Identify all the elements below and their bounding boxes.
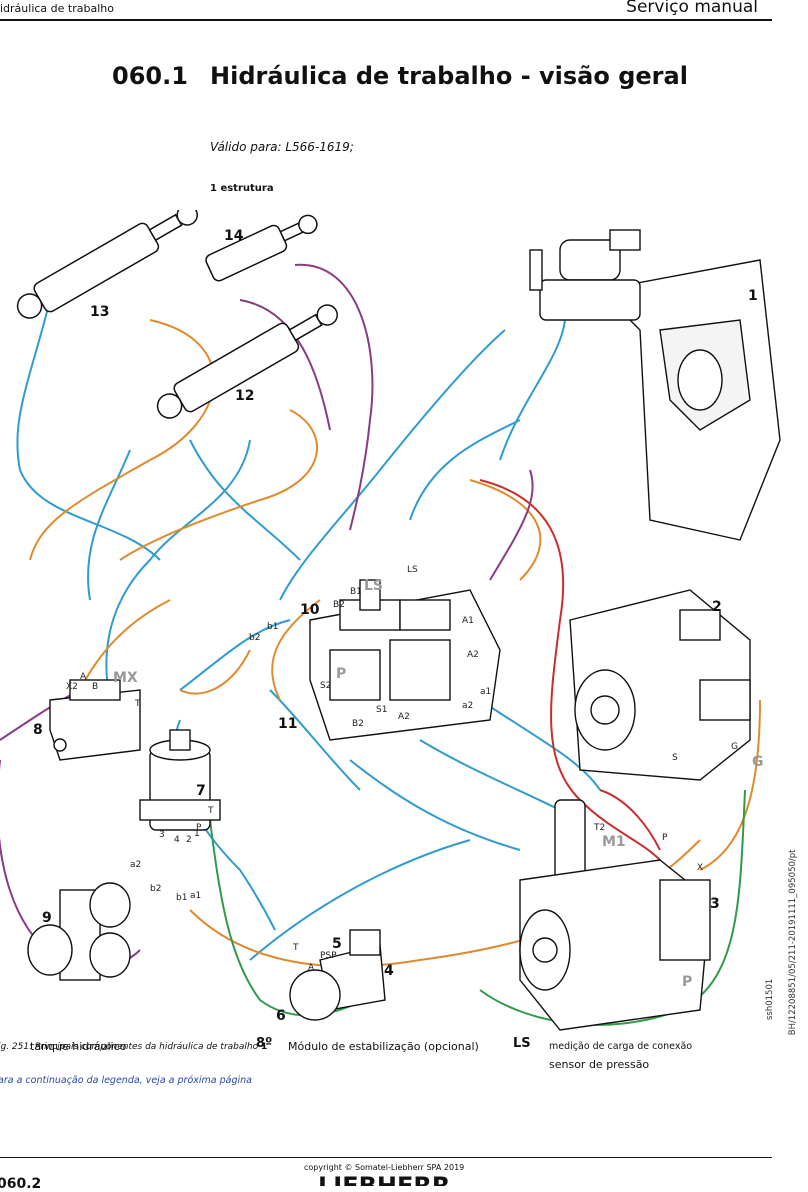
port-label: 3 [159, 830, 165, 840]
port-label: A [308, 963, 315, 973]
port-label: T2 [593, 823, 605, 833]
port-label: LS [407, 565, 418, 575]
port-label: G [731, 742, 738, 752]
header-manual-title: Serviço manual [626, 0, 758, 17]
callout-10: 10 [300, 602, 320, 618]
port-label: S2 [320, 681, 331, 691]
mark-ls: LS [364, 578, 383, 594]
port-label: B [92, 682, 98, 692]
port-label: P [196, 823, 202, 833]
port-label: T [207, 806, 214, 816]
port-label: B2 [352, 719, 364, 729]
legend-item-2-key: 8º [256, 1036, 273, 1051]
callout-3: 3 [710, 896, 720, 912]
callout-13: 13 [90, 304, 109, 320]
legend-item-1-text: tanque hidráulico [30, 1040, 127, 1053]
figure-caption: ig. 251: Principais componentes da hidrá… [0, 1042, 268, 1052]
callout-6: 6 [276, 1008, 286, 1024]
header-chapter: idráulica de trabalho [0, 2, 114, 15]
document-reference: LBH/12208851/05/211-20191111_095050/pt [788, 849, 798, 1035]
port-label: S [672, 753, 678, 763]
port-label: A [80, 672, 87, 682]
legend-item-3-text-line2: sensor de pressão [549, 1058, 650, 1071]
port-label: b1 [267, 622, 278, 632]
port-label: A2 [398, 712, 410, 722]
port-label: A2 [467, 650, 479, 660]
port-label: B1 [350, 587, 362, 597]
port-label: b2 [249, 633, 260, 643]
continuation-link[interactable]: ara a continuação da legenda, veja a pró… [0, 1075, 252, 1086]
callout-2: 2 [712, 599, 722, 615]
callout-8: 8 [33, 722, 43, 738]
port-label: PSP [320, 951, 337, 961]
footer-divider [0, 1157, 772, 1158]
callout-7: 7 [196, 783, 206, 799]
figure-code: ssh01501 [765, 979, 775, 1020]
port-label: b2 [150, 884, 161, 894]
port-label: a1 [480, 687, 491, 697]
port-label: T [292, 943, 299, 953]
callout-1: 1 [748, 288, 758, 304]
liebherr-logo: LIEBHERR [318, 1172, 448, 1186]
section-title: Hidráulica de trabalho - visão geral [210, 62, 688, 90]
subheading: 1 estrutura [210, 183, 274, 194]
port-label: S1 [376, 705, 387, 715]
port-label: A1 [462, 616, 474, 626]
port-label: a2 [130, 860, 141, 870]
legend-item-3-text-line1: medição de carga de conexão [549, 1041, 693, 1052]
mark-p-pump: P [682, 974, 692, 990]
port-label: 2 [186, 835, 192, 845]
mark-p-valve: P [336, 666, 346, 682]
svg-text:LIEBHERR: LIEBHERR [318, 1172, 448, 1186]
port-label: 4 [174, 835, 180, 845]
callout-12: 12 [235, 388, 254, 404]
legend-item-3-key: LS [513, 1036, 531, 1051]
callout-14: 14 [224, 228, 244, 244]
port-label: a2 [462, 701, 473, 711]
validity-note: Válido para: L566-1619; [210, 140, 354, 154]
callout-11: 11 [278, 716, 297, 732]
callout-5: 5 [332, 936, 342, 952]
port-label: b1 [176, 893, 187, 903]
callout-4: 4 [384, 963, 394, 979]
footer-copyright: copyright © Somatel-Liebherr SPA 2019 [304, 1163, 465, 1172]
legend-item-2-text: Módulo de estabilização (opcional) [288, 1040, 479, 1053]
page-number: 060.2 [0, 1176, 42, 1192]
port-label: X2 [66, 682, 78, 692]
hydraulic-diagram: 1 2 3 4 5 6 7 8 9 10 11 12 13 14 LS P MX… [0, 210, 798, 1035]
port-label: X [697, 863, 703, 873]
mark-g: G [752, 754, 764, 770]
port-label: 1 [194, 829, 200, 839]
callout-9: 9 [42, 910, 52, 926]
port-label: T [134, 699, 141, 709]
port-label: a1 [190, 891, 201, 901]
section-number: 060.1 [112, 62, 188, 90]
header-divider [0, 19, 772, 21]
port-label: P [662, 833, 668, 843]
mark-m1: M1 [602, 834, 626, 850]
port-label: B2 [333, 600, 345, 610]
mark-mx: MX [113, 670, 138, 686]
